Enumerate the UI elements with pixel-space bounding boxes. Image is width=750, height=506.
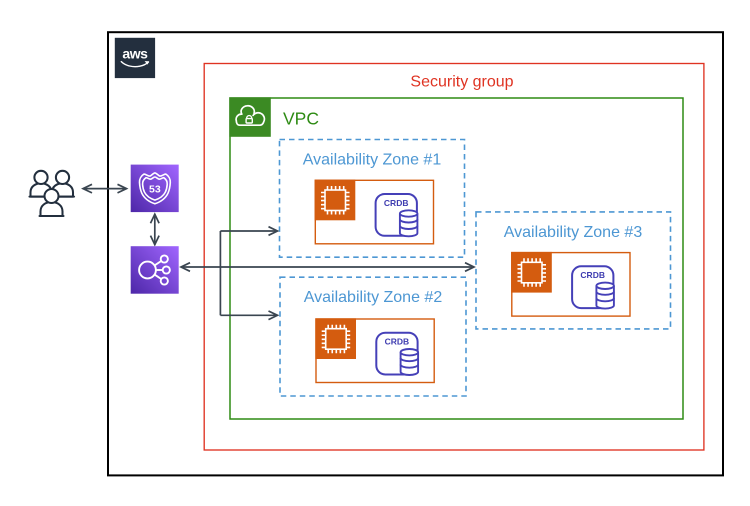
svg-text:Availability Zone #3: Availability Zone #3: [504, 224, 643, 241]
svg-text:CRDB: CRDB: [385, 337, 410, 347]
svg-text:Security group: Security group: [410, 74, 513, 91]
svg-text:VPC: VPC: [283, 109, 319, 129]
svg-text:aws: aws: [122, 46, 148, 62]
svg-text:CRDB: CRDB: [384, 198, 409, 208]
svg-text:53: 53: [149, 184, 161, 196]
svg-text:CRDB: CRDB: [580, 270, 605, 280]
svg-text:Availability Zone #2: Availability Zone #2: [304, 289, 443, 306]
svg-text:Availability Zone #1: Availability Zone #1: [303, 152, 442, 169]
